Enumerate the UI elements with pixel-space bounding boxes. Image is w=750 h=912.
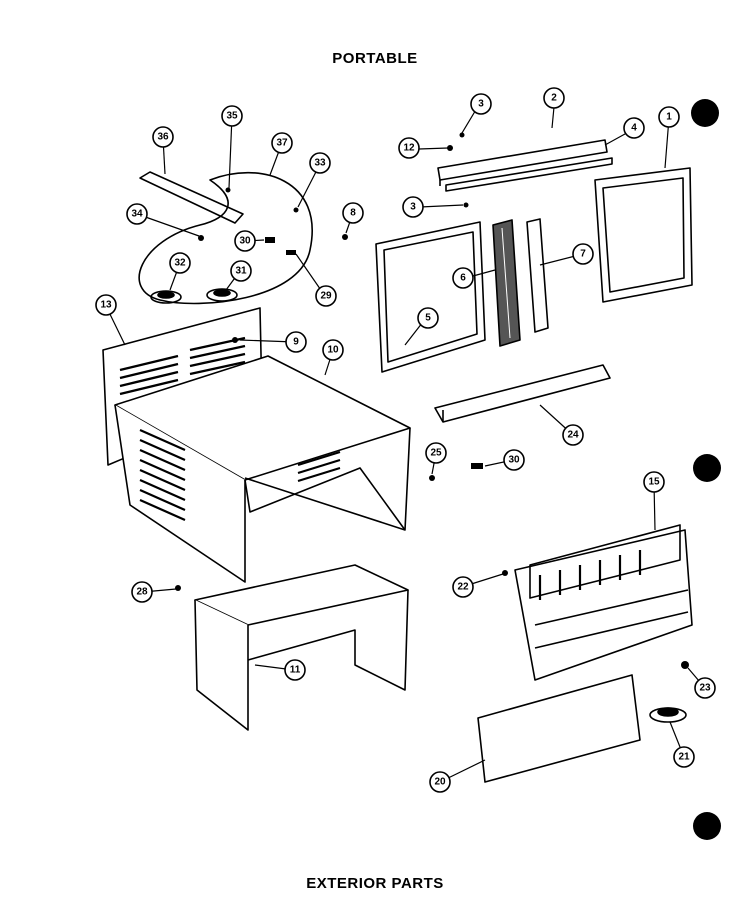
part-screw-35 <box>225 187 231 193</box>
part-panel-frame-5 <box>375 221 486 373</box>
callout-13: 13 <box>100 300 112 311</box>
part-hardware-bag-37 <box>138 171 313 305</box>
registration-dot <box>691 99 719 127</box>
callout-2: 2 <box>551 93 557 104</box>
callout-31: 31 <box>235 266 247 277</box>
callout-1: 1 <box>666 112 672 123</box>
part-seal-strip-6 <box>492 219 521 347</box>
part-top-rail-4 <box>437 139 613 192</box>
part-screw-33 <box>293 207 299 213</box>
part-screw-22 <box>502 570 508 576</box>
part-spacer-30 <box>265 237 275 243</box>
callout-21: 21 <box>678 752 690 763</box>
registration-dot <box>693 812 721 840</box>
callout-33: 33 <box>314 158 326 169</box>
callout-24: 24 <box>567 430 579 441</box>
callout-28: 28 <box>136 587 148 598</box>
callout-30a: 30 <box>239 236 251 247</box>
callout-29: 29 <box>320 291 332 302</box>
callout-8: 8 <box>350 208 356 219</box>
part-filter-panel-20 <box>477 674 641 783</box>
part-knob-32 <box>150 290 182 304</box>
callout-3b: 3 <box>410 202 416 213</box>
part-screw-12 <box>447 145 453 151</box>
registration-dot <box>693 454 721 482</box>
callout-12: 12 <box>403 143 415 154</box>
callout-4: 4 <box>631 123 637 134</box>
part-screw-3a <box>459 132 465 138</box>
part-screw-3b <box>463 202 469 208</box>
part-cabinet-10 <box>114 355 411 583</box>
callout-9: 9 <box>293 337 299 348</box>
part-bottom-rail-24 <box>434 364 611 423</box>
callout-34: 34 <box>131 209 143 220</box>
callout-10: 10 <box>327 345 339 356</box>
callout-22: 22 <box>457 582 469 593</box>
part-spacer-29 <box>286 250 296 255</box>
diagram-caption: EXTERIOR PARTS <box>306 875 444 892</box>
part-knob-21 <box>649 707 687 723</box>
part-screw-28 <box>175 585 181 591</box>
callout-15: 15 <box>648 477 660 488</box>
part-side-bracket-7 <box>526 218 549 333</box>
callout-20: 20 <box>434 777 446 788</box>
callout-7: 7 <box>580 249 586 260</box>
callout-6: 6 <box>460 273 466 284</box>
part-frame-1 <box>594 167 693 303</box>
callout-25: 25 <box>430 448 442 459</box>
callout-11: 11 <box>290 665 301 676</box>
callout-3a: 3 <box>478 99 484 110</box>
part-screw-9 <box>232 337 238 343</box>
callout-30b: 30 <box>508 455 520 466</box>
part-screw-8 <box>342 234 348 240</box>
part-screw-34 <box>198 235 204 241</box>
part-knob-31 <box>206 288 238 302</box>
diagram-title: PORTABLE <box>332 50 418 67</box>
callout-35: 35 <box>226 111 238 122</box>
part-clip-23 <box>681 661 689 669</box>
part-lower-cover-11 <box>194 564 409 731</box>
part-spacer-30b <box>471 463 483 469</box>
part-screw-25 <box>429 475 435 481</box>
callout-37: 37 <box>276 138 288 149</box>
part-back-panel-13 <box>102 307 263 466</box>
part-front-chassis-15 <box>514 524 693 681</box>
callout-36: 36 <box>157 132 169 143</box>
callout-5: 5 <box>425 313 431 324</box>
callout-23: 23 <box>699 683 711 694</box>
part-handle-36 <box>139 171 244 224</box>
callout-32: 32 <box>174 258 186 269</box>
